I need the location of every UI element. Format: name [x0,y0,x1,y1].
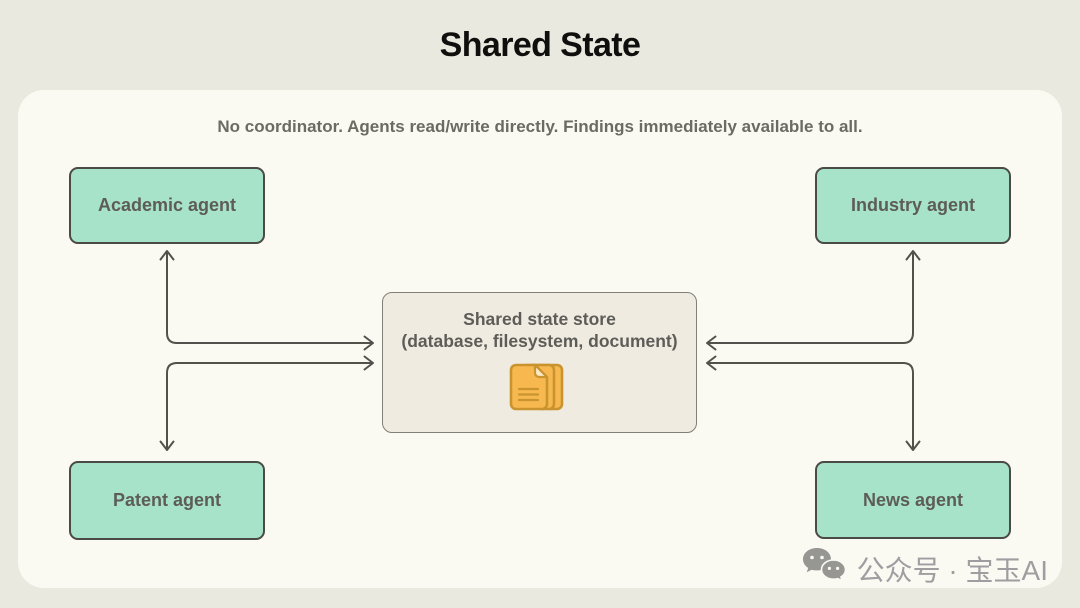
node-patent-agent[interactable]: Patent agent [69,461,265,540]
store-title: Shared state store [463,309,616,329]
node-news-agent[interactable]: News agent [815,461,1011,539]
wechat-icon [801,546,847,591]
stacked-documents-icon [383,361,696,413]
watermark: 公众号 · 宝玉AI [801,546,1048,591]
node-shared-state-store[interactable]: Shared state store (database, filesystem… [382,292,697,433]
store-subtitle: (database, filesystem, document) [401,331,678,351]
watermark-label: 公众号 · 宝玉AI [856,554,1048,586]
diagram-subtitle: No coordinator. Agents read/write direct… [217,117,863,136]
node-news-agent-label: News agent [862,489,964,510]
node-academic-agent-label: Academic agent [97,195,237,215]
node-academic-agent[interactable]: Academic agent [69,167,265,244]
node-patent-agent-label: Patent agent [112,490,222,510]
page-title: Shared State [439,26,641,64]
node-industry-agent-label: Industry agent [850,195,975,215]
node-industry-agent[interactable]: Industry agent [815,167,1011,244]
